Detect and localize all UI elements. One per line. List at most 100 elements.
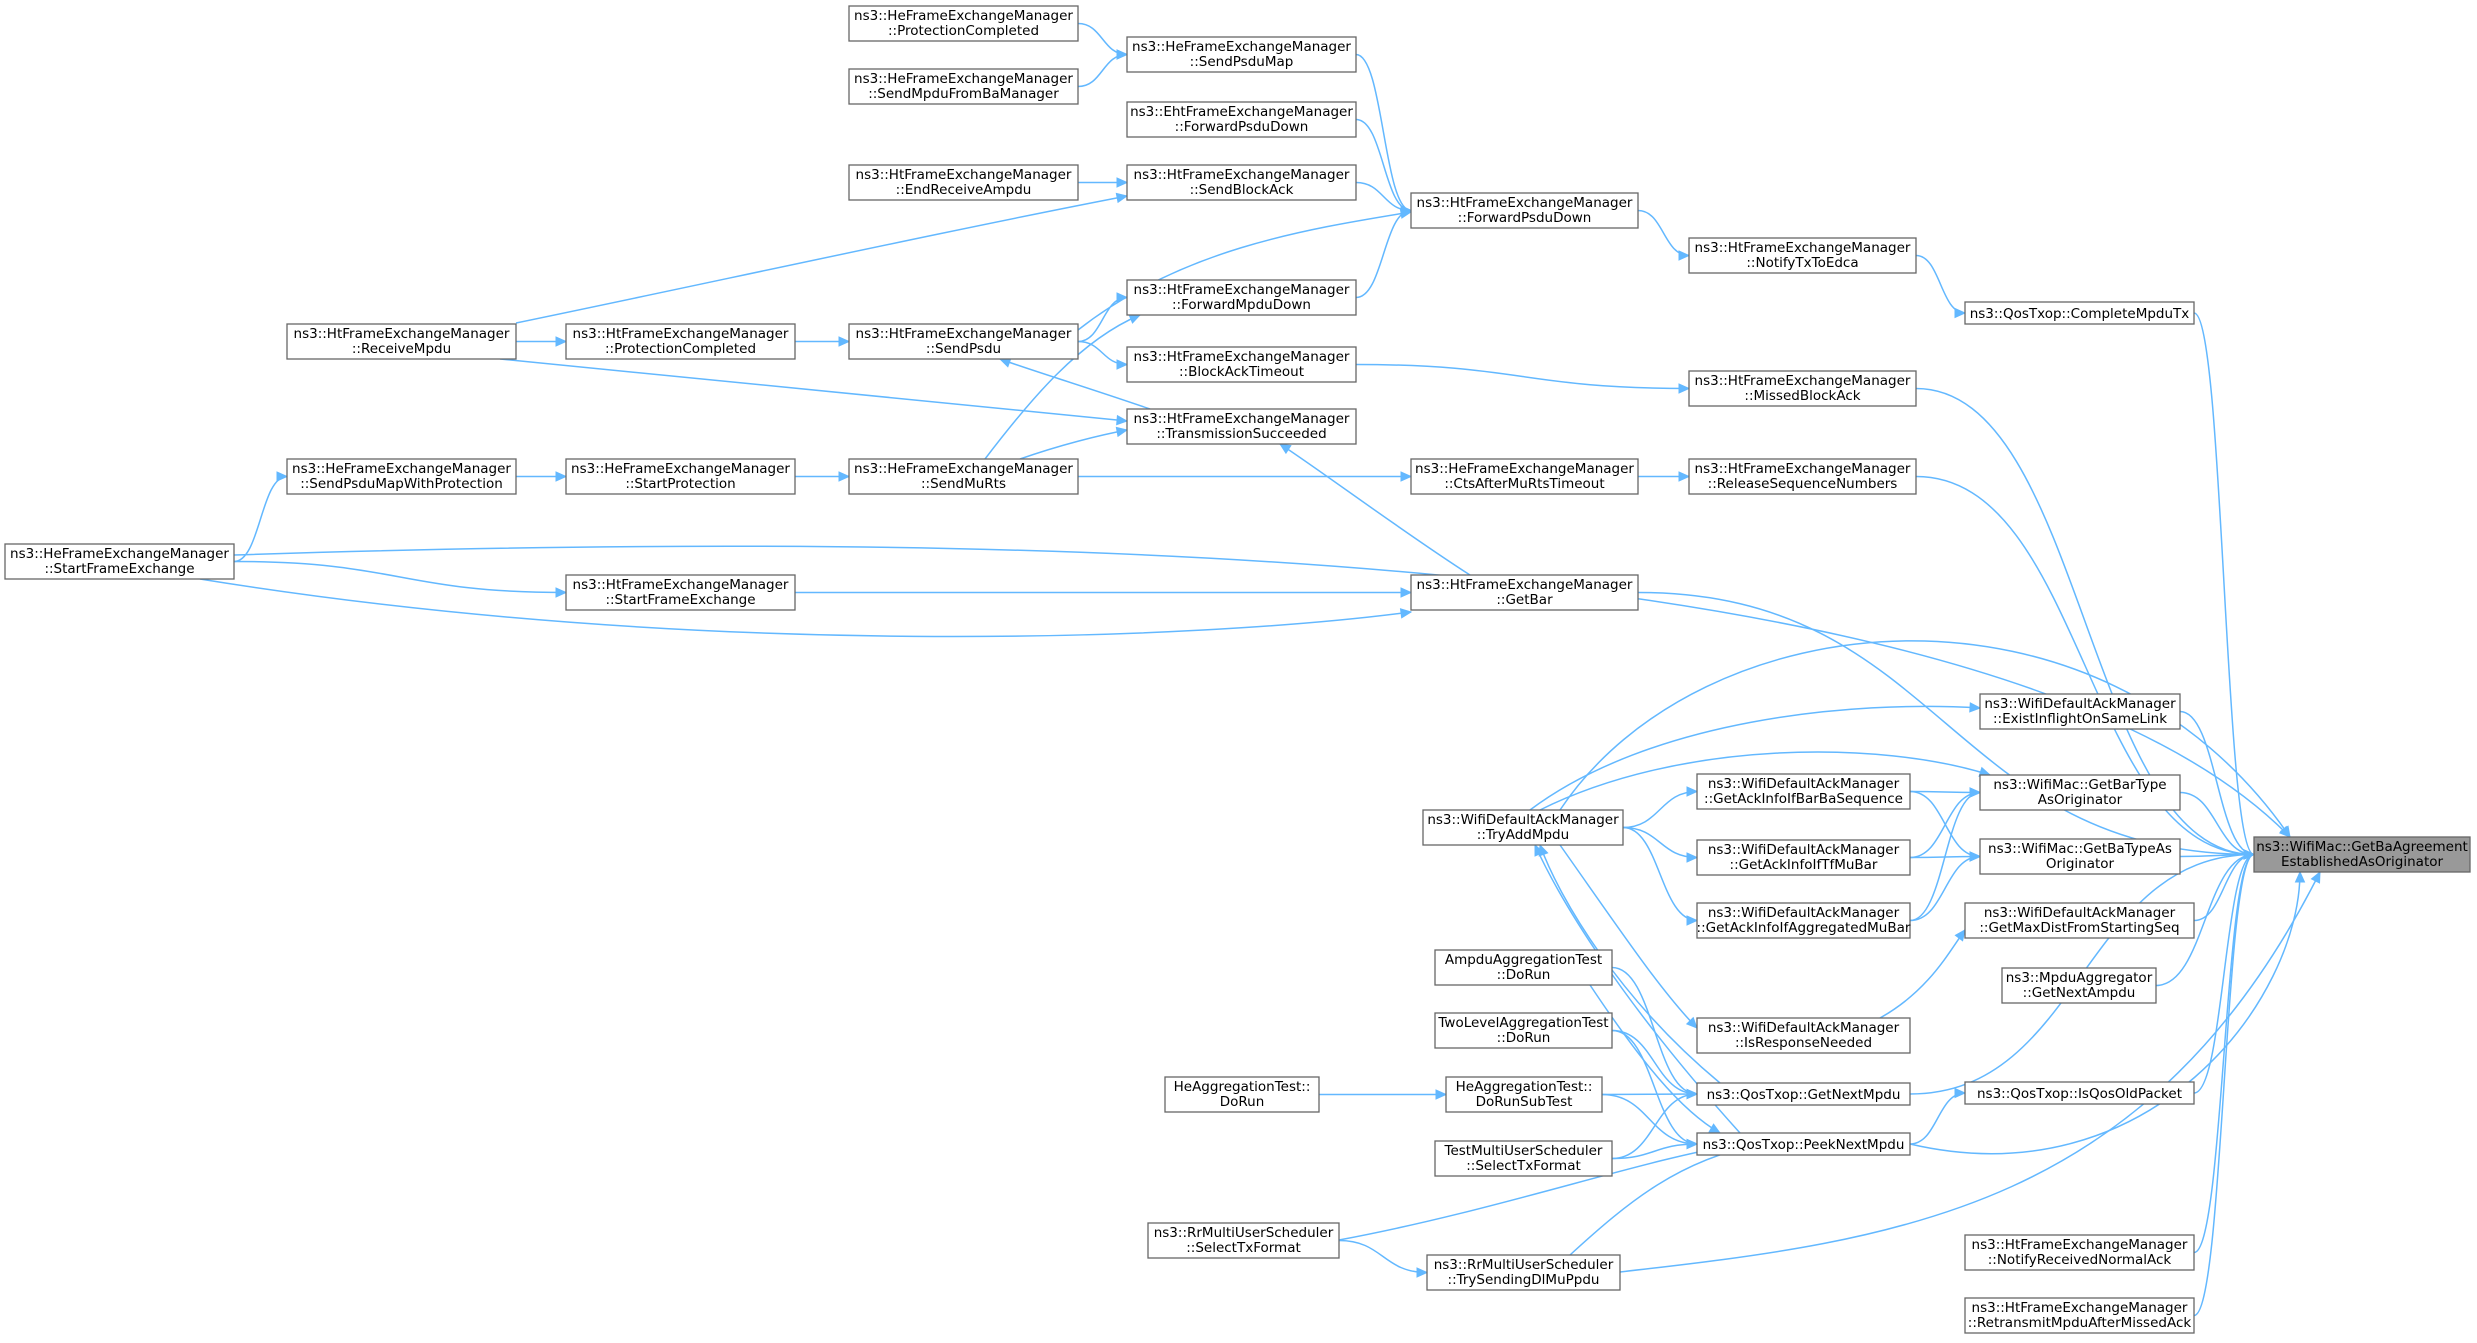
function-node[interactable]: ns3::HtFrameExchangeManager::Transmissio…	[1126, 408, 1357, 445]
function-node[interactable]: ns3::HeFrameExchangeManager::StartProtec…	[565, 458, 796, 495]
function-node[interactable]: HeAggregationTest::DoRunSubTest	[1445, 1076, 1603, 1113]
edge-line	[1909, 790, 1981, 858]
node-label: ::SendMpduFromBaManager	[868, 86, 1059, 102]
function-node[interactable]: ns3::MpduAggregator::GetNextAmpdu	[2001, 967, 2157, 1004]
function-node[interactable]: ns3::QosTxop::CompleteMpduTx	[1964, 301, 2195, 325]
function-node[interactable]: ns3::HtFrameExchangeManager::SendPsdu	[848, 323, 1079, 360]
edge-n22-to-n17	[233, 471, 289, 563]
function-node[interactable]: ns3::HtFrameExchangeManager::ForwardPsdu…	[1410, 192, 1639, 229]
node-box	[1964, 1081, 2195, 1105]
edge-line	[1909, 1092, 1966, 1145]
function-node[interactable]: ns3::HtFrameExchangeManager::GetBar	[1410, 574, 1639, 611]
edge-line	[1529, 705, 1981, 811]
node-box	[1126, 164, 1357, 201]
function-node[interactable]: HeAggregationTest::DoRun	[1164, 1076, 1320, 1113]
edge-arrowhead-icon	[2310, 870, 2321, 884]
function-node[interactable]: ns3::WifiDefaultAckManager::IsResponseNe…	[1696, 1017, 1911, 1054]
function-node[interactable]: ns3::HtFrameExchangeManager::MissedBlock…	[1688, 370, 1917, 407]
function-node[interactable]: ns3::HeFrameExchangeManager::SendMpduFro…	[848, 68, 1079, 105]
function-node[interactable]: ns3::HtFrameExchangeManager::EndReceiveA…	[848, 164, 1079, 201]
function-node[interactable]: ns3::WifiDefaultAckManager::GetMaxDistFr…	[1964, 902, 2195, 939]
function-node[interactable]: ns3::RrMultiUserScheduler::TrySendingDlM…	[1426, 1254, 1621, 1291]
node-label: ns3::WifiMac::GetBarType	[1993, 777, 2166, 793]
function-node[interactable]: ns3::HtFrameExchangeManager::SendBlockAc…	[1126, 164, 1357, 201]
node-label: ::GetBar	[1496, 592, 1553, 608]
function-node[interactable]: ns3::WifiDefaultAckManager::ExistInfligh…	[1979, 693, 2181, 730]
function-node[interactable]: ns3::HeFrameExchangeManager::SendPsduMap…	[286, 458, 517, 495]
node-label: ns3::HtFrameExchangeManager	[294, 326, 510, 342]
function-node[interactable]: ns3::QosTxop::GetNextMpdu	[1696, 1082, 1911, 1106]
function-node[interactable]: ns3::HeFrameExchangeManager::CtsAfterMuR…	[1410, 458, 1639, 495]
node-label: ::GetAckInfoIfTfMuBar	[1730, 857, 1878, 873]
node-box	[286, 458, 517, 495]
function-node[interactable]: ns3::HeFrameExchangeManager::StartFrameE…	[4, 543, 235, 580]
function-node[interactable]: ns3::QosTxop::IsQosOldPacket	[1964, 1081, 2195, 1105]
edge-n28-to-n31	[1622, 826, 1699, 926]
edge-arrowhead-icon	[1954, 1087, 1967, 1099]
function-node[interactable]: ns3::WifiDefaultAckManager::TryAddMpdu	[1422, 809, 1624, 846]
edge-n46-to-n0	[2193, 849, 2256, 1317]
node-label: ns3::HtFrameExchangeManager	[573, 326, 789, 342]
node-label: ns3::HtFrameExchangeManager	[1134, 411, 1350, 427]
function-node[interactable]: ns3::HeFrameExchangeManager::ProtectionC…	[848, 5, 1079, 42]
function-node[interactable]: TestMultiUserScheduler::SelectTxFormat	[1434, 1140, 1613, 1177]
edge-line	[999, 358, 1151, 410]
node-label: TestMultiUserScheduler	[1444, 1143, 1603, 1159]
node-box	[1434, 1140, 1613, 1177]
function-node[interactable]: ns3::HtFrameExchangeManager::BlockAckTim…	[1126, 346, 1357, 383]
function-node[interactable]: ns3::HeFrameExchangeManager::SendMuRts	[848, 458, 1079, 495]
node-label: ns3::HtFrameExchangeManager	[1972, 1237, 2188, 1253]
function-node[interactable]: ns3::HeFrameExchangeManager::SendPsduMap	[1126, 36, 1357, 73]
edge-arrowhead-icon	[1116, 177, 1129, 188]
edge-arrowhead-icon	[1686, 786, 1699, 797]
edge-arrowhead-icon	[1969, 787, 1982, 798]
function-node[interactable]: ns3::WifiDefaultAckManager::GetAckInfoIf…	[1696, 902, 1911, 939]
edge-line	[1355, 363, 1690, 390]
function-node[interactable]: ns3::QosTxop::PeekNextMpdu	[1696, 1132, 1911, 1156]
edge-n42-to-n0	[1909, 870, 2306, 1155]
function-node[interactable]: ns3::HtFrameExchangeManager::StartFrameE…	[565, 574, 796, 611]
function-node[interactable]: TwoLevelAggregationTest::DoRun	[1434, 1012, 1613, 1049]
function-node[interactable]: ns3::WifiDefaultAckManager::GetAckInfoIf…	[1696, 839, 1911, 876]
function-node[interactable]: ns3::HtFrameExchangeManager::NotifyTxToE…	[1688, 237, 1917, 274]
edge-arrowhead-icon	[555, 471, 568, 482]
root-function-node[interactable]: ns3::WifiMac::GetBaAgreementEstablishedA…	[2253, 836, 2471, 873]
node-label: ns3::RrMultiUserScheduler	[1434, 1257, 1614, 1273]
node-box	[1964, 1297, 2195, 1334]
edge-arrowhead-icon	[1278, 443, 1292, 455]
node-label: ::GetNextAmpdu	[2023, 985, 2136, 1001]
edge-n31-to-n29	[1909, 851, 1982, 922]
node-label: ::NotifyTxToEdca	[1746, 255, 1858, 271]
function-node[interactable]: ns3::HtFrameExchangeManager::ReceiveMpdu	[286, 323, 517, 360]
node-box	[1410, 192, 1639, 229]
node-box	[1126, 346, 1357, 383]
node-label: TwoLevelAggregationTest	[1437, 1015, 1608, 1031]
node-box	[848, 458, 1079, 495]
node-box	[1696, 839, 1911, 876]
node-label: ::GetMaxDistFromStartingSeq	[1979, 920, 2179, 936]
function-node[interactable]: ns3::HtFrameExchangeManager::NotifyRecei…	[1964, 1234, 2195, 1271]
edge-line	[1909, 871, 2301, 1155]
edge-arrowhead-icon	[1678, 383, 1691, 394]
node-box	[1434, 949, 1613, 986]
edge-arrowhead-icon	[1686, 1088, 1699, 1100]
function-node[interactable]: AmpduAggregationTest::DoRun	[1434, 949, 1613, 986]
function-node[interactable]: ns3::HtFrameExchangeManager::ReleaseSequ…	[1688, 458, 1917, 495]
function-node[interactable]: ns3::HtFrameExchangeManager::ForwardMpdu…	[1126, 279, 1357, 316]
function-node[interactable]: ns3::EhtFrameExchangeManager::ForwardPsd…	[1126, 101, 1357, 138]
node-label: ::MissedBlockAck	[1744, 388, 1860, 404]
function-node[interactable]: ns3::HtFrameExchangeManager::RetransmitM…	[1964, 1297, 2195, 1334]
node-label: ns3::HtFrameExchangeManager	[1134, 349, 1350, 365]
edge-line	[2193, 853, 2255, 1094]
node-label: ns3::MpduAggregator	[2006, 970, 2153, 986]
edge-arrowhead-icon	[555, 336, 568, 347]
node-label: ::IsResponseNeeded	[1735, 1035, 1872, 1051]
node-label: ::ReleaseSequenceNumbers	[1708, 476, 1898, 492]
edge-line	[1338, 1239, 1428, 1274]
function-node[interactable]: ns3::HtFrameExchangeManager::ProtectionC…	[565, 323, 796, 360]
function-node[interactable]: ns3::WifiDefaultAckManager::GetAckInfoIf…	[1696, 773, 1911, 810]
node-box	[565, 458, 796, 495]
function-node[interactable]: ns3::RrMultiUserScheduler::SelectTxForma…	[1147, 1222, 1340, 1259]
